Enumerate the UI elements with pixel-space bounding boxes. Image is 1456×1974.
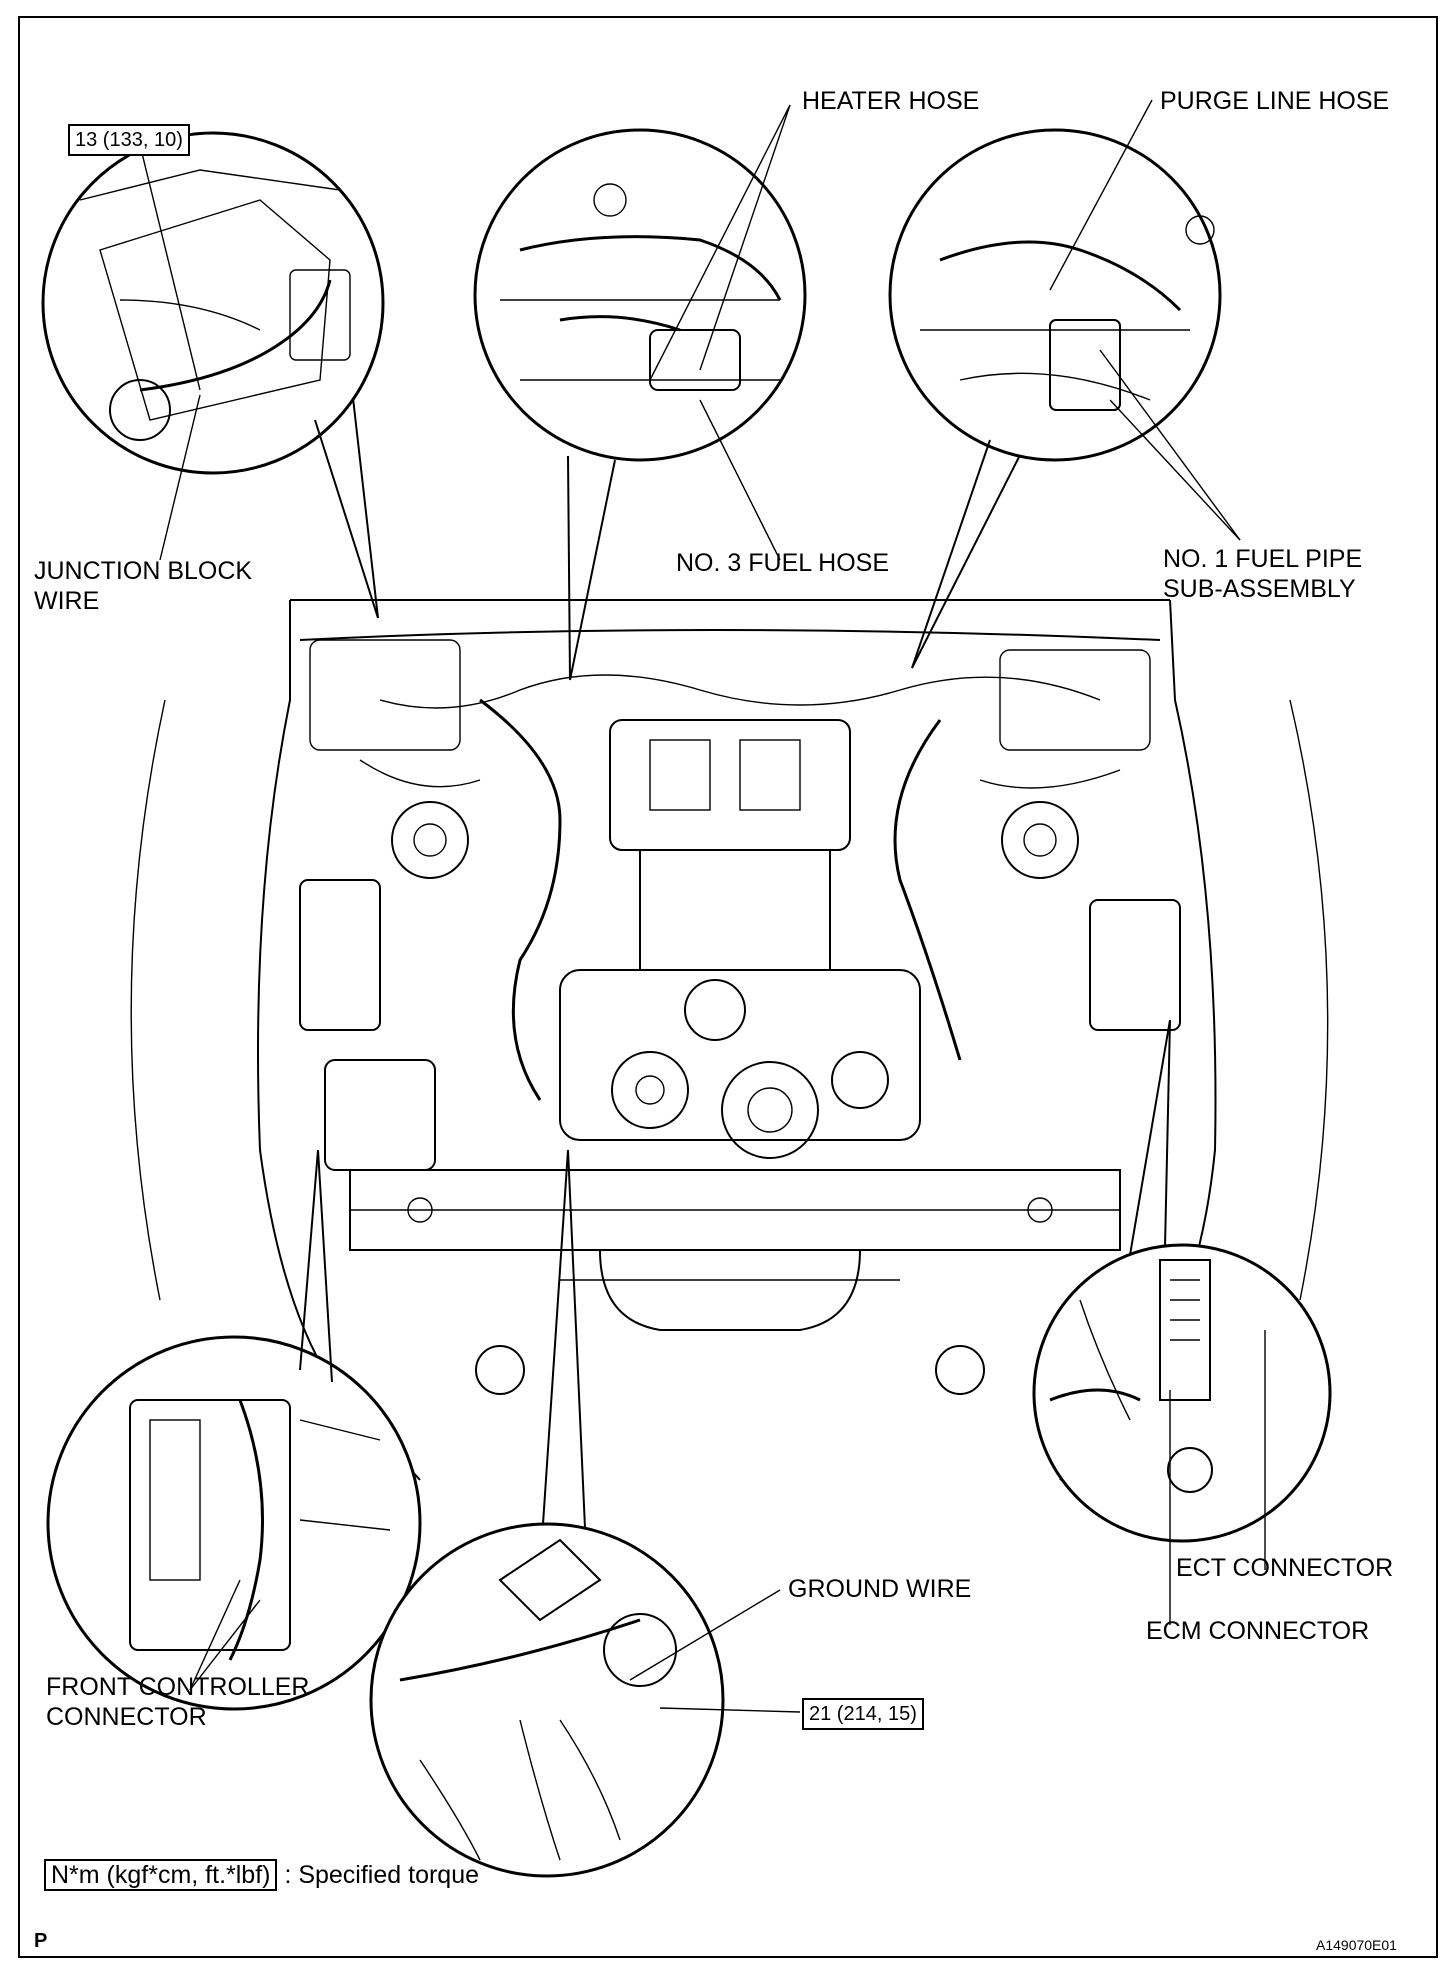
wedge-ecm-1 (1129, 1019, 1171, 1256)
wedge-junction-2 (352, 397, 379, 619)
label-front-controller-line2: CONNECTOR (46, 1703, 207, 1731)
label-ect-connector: ECT CONNECTOR (1176, 1554, 1394, 1582)
figure-id: A149070E01 (1316, 1937, 1397, 1953)
label-ground-wire: GROUND WIRE (788, 1575, 972, 1603)
label-front-controller-connector: FRONT CONTROLLER CONNECTOR (46, 1672, 309, 1732)
torque-spec-bottom: 21 (214, 15) (802, 1698, 924, 1730)
wedge-ground-2 (567, 1149, 586, 1529)
diagram-frame (18, 16, 1438, 1958)
leader-ground-wire (629, 1589, 781, 1681)
callout-front-controller (46, 1335, 422, 1711)
label-heater-hose: HEATER HOSE (802, 87, 980, 115)
callout-ecm-ect (1032, 1243, 1332, 1543)
label-junction-block-wire-line1: JUNCTION BLOCK (34, 557, 253, 585)
wedge-ecm-2 (1164, 1019, 1171, 1248)
left-fender-outline (130, 699, 166, 1301)
torque-legend: N*m (kgf*cm, ft.*lbf) : Specified torque (44, 1859, 480, 1891)
leader-torque-bottom (659, 1707, 801, 1713)
right-fender-outline (1289, 699, 1329, 1301)
wedge-purge-2 (911, 454, 1021, 669)
leader-no1-fuel-pipe-1 (1099, 349, 1241, 541)
label-junction-block-wire: JUNCTION BLOCK WIRE (34, 556, 252, 616)
leader-torque-top (139, 144, 201, 391)
label-no1-fuel-pipe-line1: NO. 1 FUEL PIPE (1163, 545, 1363, 573)
leader-heater-hose-1 (649, 104, 791, 381)
torque-legend-unit-box: N*m (kgf*cm, ft.*lbf) (44, 1859, 278, 1891)
label-no1-fuel-pipe: NO. 1 FUEL PIPE SUB-ASSEMBLY (1163, 544, 1362, 604)
label-purge-line-hose: PURGE LINE HOSE (1160, 87, 1390, 115)
wedge-purge-1 (911, 439, 991, 669)
leader-no3-fuel-hose (699, 399, 781, 561)
torque-spec-top: 13 (133, 10) (68, 124, 190, 156)
label-junction-block-wire-line2: WIRE (34, 587, 100, 615)
label-no3-fuel-hose: NO. 3 FUEL HOSE (676, 549, 890, 577)
label-no1-fuel-pipe-line2: SUB-ASSEMBLY (1163, 575, 1356, 603)
leader-front-controller-2 (189, 1599, 261, 1691)
leader-purge-line-hose (1049, 99, 1153, 291)
wedge-junction-1 (314, 419, 379, 619)
wedge-heater-2 (569, 459, 616, 681)
corner-letter: P (34, 1930, 48, 1952)
leader-junction-block-wire (159, 394, 201, 561)
callout-heater-hose (473, 128, 807, 462)
label-front-controller-line1: FRONT CONTROLLER (46, 1673, 310, 1701)
leader-heater-hose-2 (699, 104, 791, 371)
wedge-controller-1 (299, 1149, 319, 1371)
wedge-controller-2 (317, 1149, 333, 1383)
callout-purge-line (888, 128, 1222, 462)
leader-front-controller-1 (189, 1579, 241, 1691)
leader-no1-fuel-pipe-2 (1109, 399, 1241, 541)
wedge-heater-1 (567, 455, 571, 681)
callout-ground-wire (369, 1522, 725, 1878)
torque-legend-text: : Specified torque (284, 1861, 480, 1889)
wedge-ground-1 (542, 1149, 569, 1525)
callout-junction-block (41, 131, 385, 475)
label-ecm-connector: ECM CONNECTOR (1146, 1617, 1370, 1645)
